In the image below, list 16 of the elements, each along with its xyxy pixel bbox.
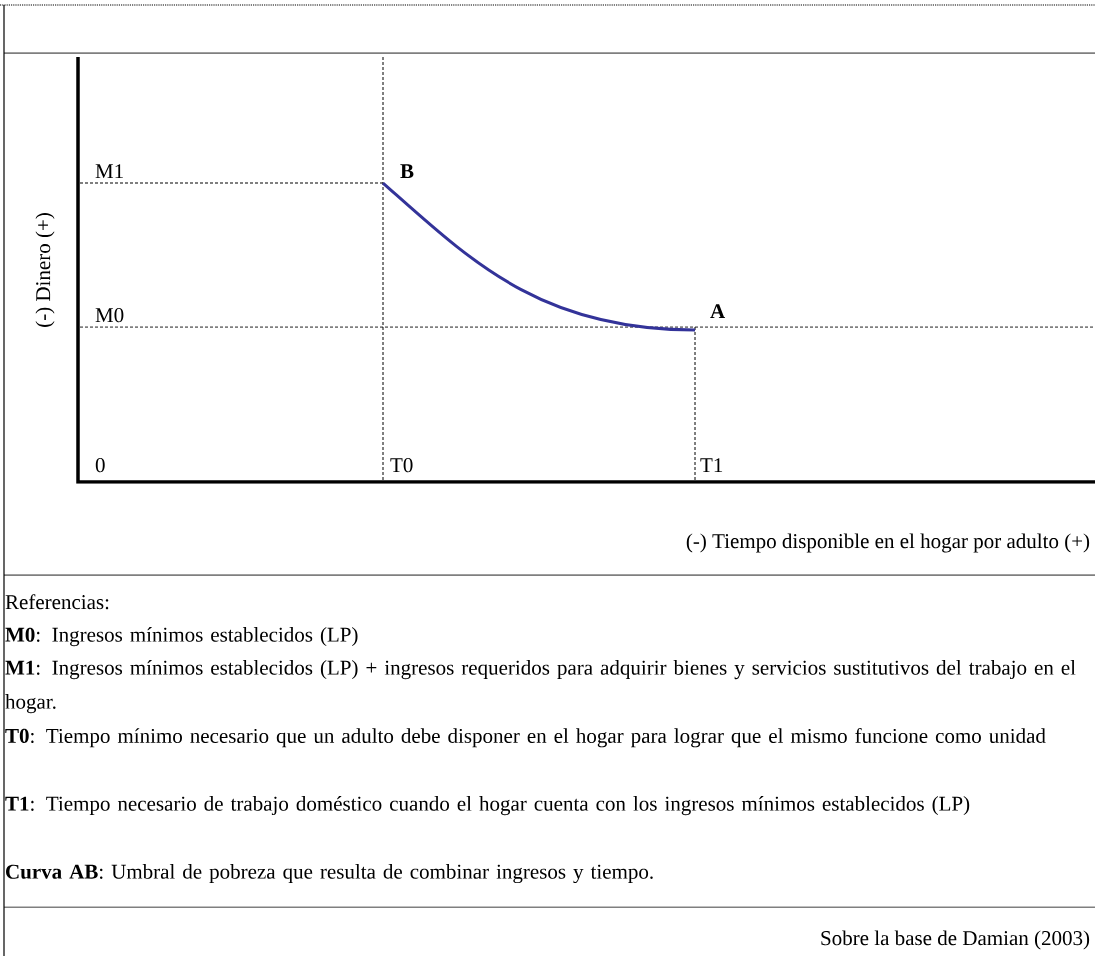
tick-label: M0: [95, 308, 124, 323]
tick-label: M1: [95, 164, 123, 178]
source-note: Sobre la base de Damian (2003): [821, 930, 1090, 950]
reference-text: T0: Tiempo mínimo necesario que un adulto debe disponer en el hogar para lograr que el mismo funcione como unidad: [5, 728, 1046, 748]
point-label: A: [710, 304, 725, 318]
tick-label: T1: [700, 458, 723, 472]
heading: Referencias:: [5, 594, 109, 610]
reference-text: M0: Ingresos mínimos establecidos (LP): [5, 627, 358, 647]
reference-text: Curva AB: Umbral de pobreza que resulta de combinar ingresos y tiempo.: [6, 864, 653, 884]
tick-label: T0: [390, 458, 413, 473]
tick-label: 0: [95, 458, 105, 473]
axis-title: (-) Dinero (+): [35, 213, 55, 327]
reference-text: T1: Tiempo necesario de trabajo doméstico cuando el hogar cuenta con los ingresos mínimos establecidos (LP): [5, 796, 970, 816]
axis-title: (-) Tiempo disponible en el hogar por adulto (+): [686, 533, 1090, 553]
point-label: B: [400, 164, 414, 179]
reference-text: M1: Ingresos mínimos establecidos (LP) + ingresos requeridos para adquirir bienes y servicios sustitutivos del trabajo en el hogar.: [5, 660, 1076, 714]
